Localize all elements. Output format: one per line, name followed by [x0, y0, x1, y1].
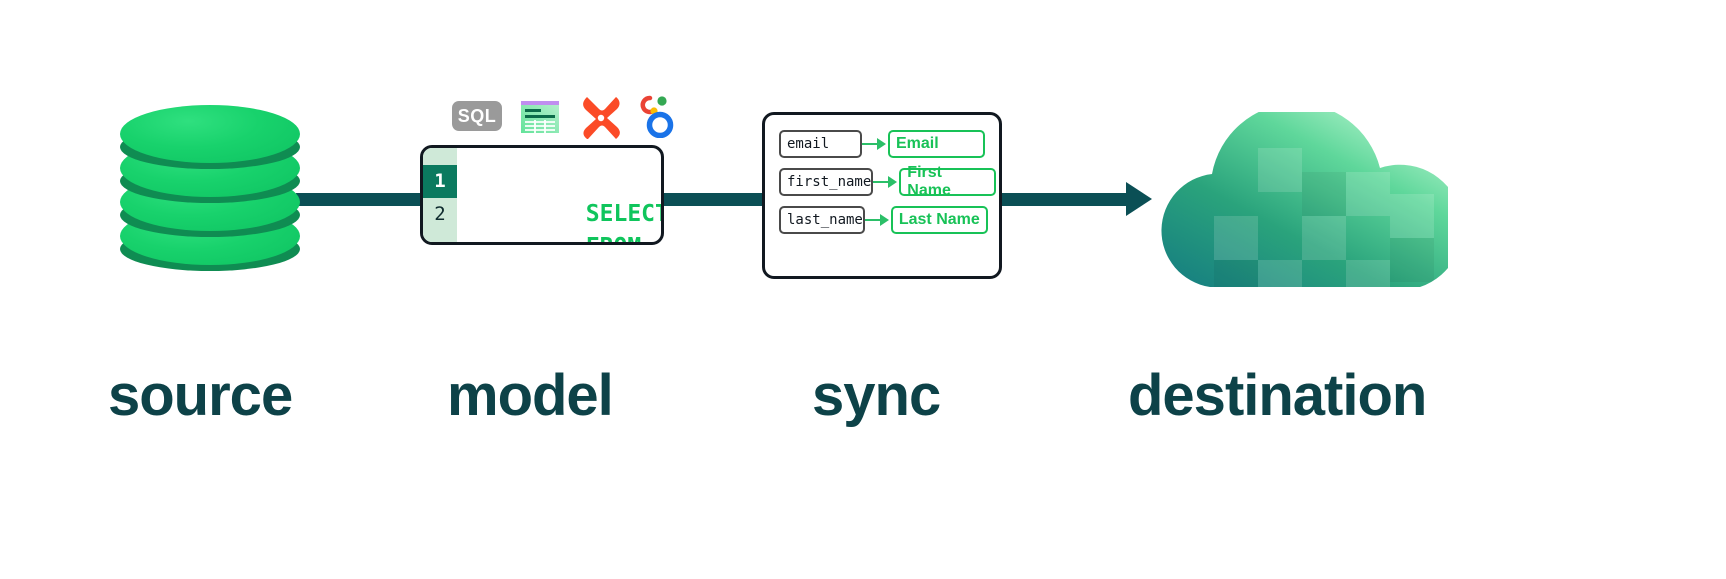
gutter-line-number: 1: [423, 165, 457, 198]
code-line: FROM users;: [475, 198, 661, 242]
mapping-arrow-icon: [864, 213, 891, 227]
connector-model-to-sync: [662, 193, 772, 206]
mapping-row: last_name Last Name: [779, 206, 988, 234]
source-field[interactable]: last_name: [779, 206, 865, 234]
editor-code-area[interactable]: SELECT * FROM users;: [457, 148, 661, 242]
sql-keyword: FROM: [586, 234, 641, 242]
db-disc: [120, 105, 300, 169]
sql-rest: users;: [641, 234, 661, 242]
sync-field-mapping-box: email Email first_name First Name last_n…: [762, 112, 1002, 279]
model-toolbar-icons: SQL: [452, 93, 680, 139]
red-x-cross-icon: [578, 93, 624, 139]
destination-field[interactable]: First Name: [899, 164, 997, 199]
gutter-line-number: 2: [434, 203, 446, 225]
sql-keyword: SELECT: [585, 201, 664, 227]
caption-destination: destination: [1128, 363, 1427, 428]
code-line: SELECT *: [475, 165, 661, 227]
source-database-icon: [120, 105, 310, 300]
source-field[interactable]: first_name: [779, 168, 874, 196]
caption-source: source: [108, 363, 293, 428]
spreadsheet-icon: [518, 94, 562, 138]
sql-icon: SQL: [452, 101, 502, 131]
mapping-arrow-icon: [873, 175, 899, 189]
destination-cloud-icon: [1148, 103, 1463, 292]
destination-field[interactable]: Last Name: [890, 206, 988, 234]
source-field[interactable]: email: [779, 130, 862, 158]
mapping-row: first_name First Name: [779, 164, 997, 199]
caption-model: model: [447, 363, 614, 428]
destination-field[interactable]: Email: [888, 130, 985, 158]
caption-sync: sync: [812, 363, 941, 428]
connector-source-to-model: [296, 193, 428, 206]
editor-gutter: 1 2: [423, 148, 457, 242]
model-code-editor[interactable]: 1 2 SELECT * FROM users;: [420, 145, 664, 245]
arrow-right-icon: [1126, 182, 1152, 216]
google-looker-icon: [640, 94, 680, 139]
mapping-arrow-icon: [862, 137, 888, 151]
connector-sync-to-destination: [1000, 193, 1128, 206]
mapping-row: email Email: [779, 130, 985, 158]
